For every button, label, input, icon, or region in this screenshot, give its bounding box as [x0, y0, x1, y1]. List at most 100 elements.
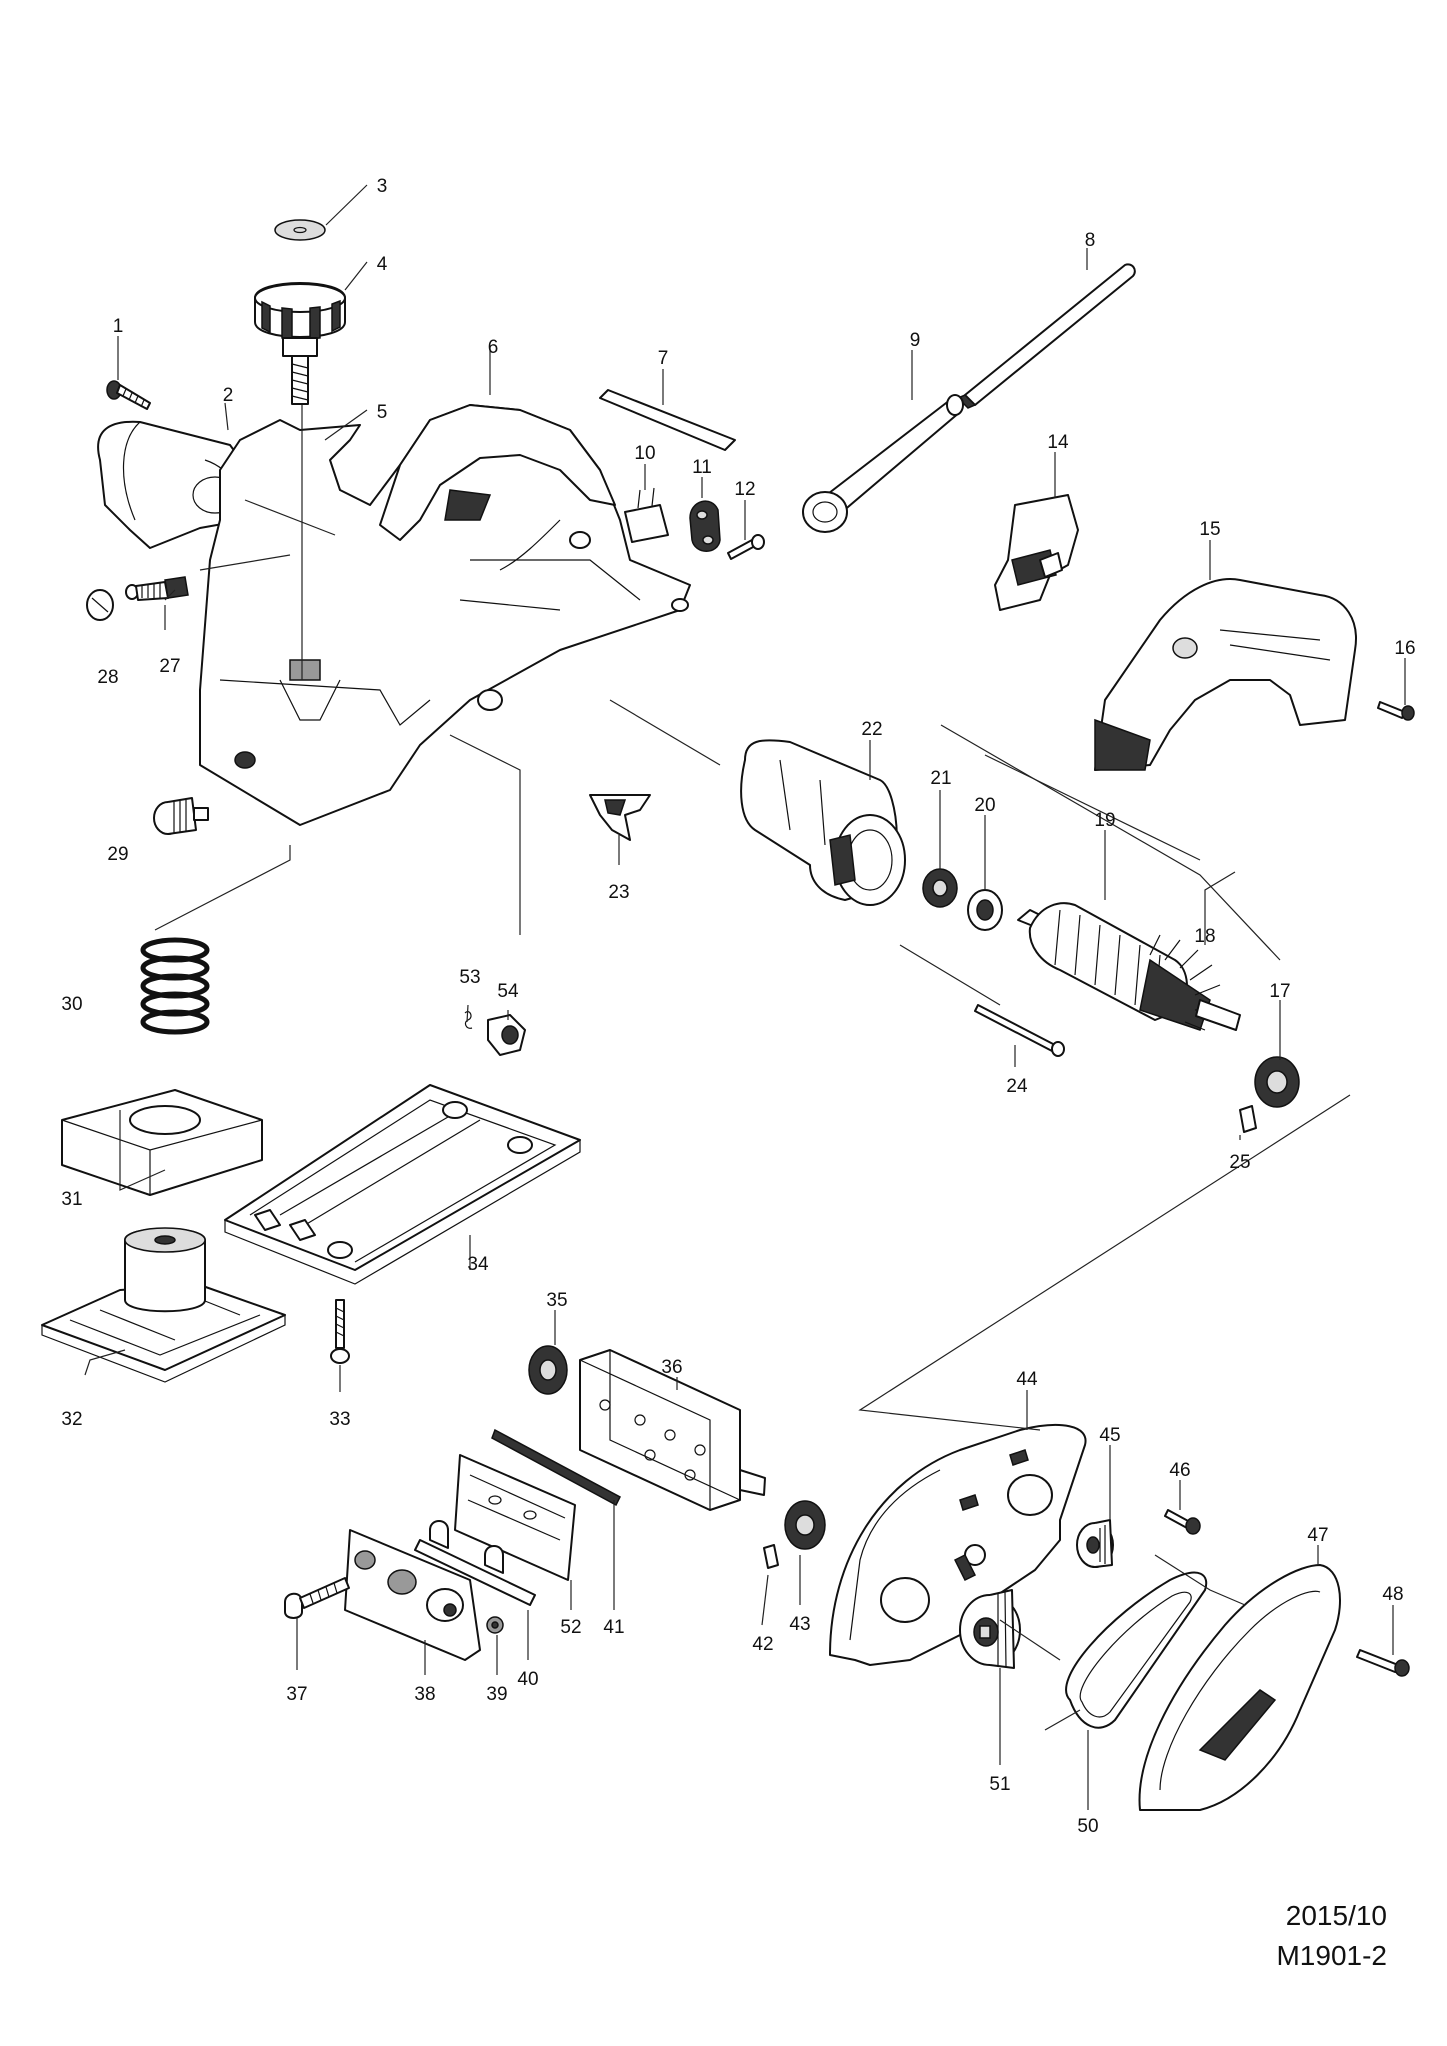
- part-label-20: 20: [974, 795, 995, 816]
- part-label-2: 2: [223, 385, 234, 406]
- part-label-12: 12: [734, 479, 755, 500]
- part-6-housing: [199, 404, 691, 826]
- part-8-cord: [956, 263, 1136, 409]
- part-label-39: 39: [486, 1684, 507, 1705]
- part-42-key: [763, 1544, 779, 1569]
- part-46-screw: [1164, 1509, 1201, 1535]
- part-label-22: 22: [861, 719, 882, 740]
- part-label-52: 52: [560, 1617, 581, 1638]
- part-label-34: 34: [467, 1254, 489, 1275]
- part-32-base: [41, 1227, 286, 1383]
- part-label-47: 47: [1307, 1525, 1328, 1546]
- part-label-44: 44: [1016, 1369, 1038, 1390]
- part-25-pin: [1239, 1105, 1257, 1133]
- part-53-spring: [464, 1011, 473, 1029]
- part-15-handle: [1094, 578, 1357, 771]
- part-34-base-plate: [224, 1084, 581, 1285]
- part-20-insulation-washer: [967, 889, 1003, 931]
- part-label-16: 16: [1394, 638, 1415, 659]
- part-label-40: 40: [517, 1669, 538, 1690]
- part-label-35: 35: [546, 1290, 567, 1311]
- part-17-bearing: [1254, 1056, 1300, 1108]
- part-40-adjusting-plate: [414, 1520, 536, 1606]
- part-2-front-cover: [97, 420, 253, 549]
- part-29-knob: [153, 797, 209, 835]
- part-4-knob: [254, 282, 346, 405]
- part-label-29: 29: [107, 844, 128, 865]
- part-label-54: 54: [497, 981, 519, 1002]
- part-16-screw: [1377, 701, 1415, 721]
- part-label-21: 21: [930, 768, 951, 789]
- part-48-screw: [1356, 1649, 1410, 1677]
- part-label-9: 9: [910, 330, 921, 351]
- part-label-6: 6: [488, 337, 499, 358]
- part-35-bearing: [528, 1345, 568, 1395]
- part-label-25: 25: [1229, 1152, 1250, 1173]
- part-54-lock-lever: [487, 1014, 526, 1056]
- part-label-3: 3: [377, 176, 388, 197]
- part-1-screw: [106, 380, 151, 410]
- part-33-screw: [330, 1299, 350, 1364]
- part-45-pulley: [1076, 1519, 1114, 1568]
- leader-lines: [84, 184, 1406, 1810]
- part-label-5: 5: [377, 402, 388, 423]
- part-label-37: 37: [286, 1684, 307, 1705]
- part-label-30: 30: [61, 994, 82, 1015]
- part-label-11: 11: [692, 457, 712, 478]
- part-label-7: 7: [658, 348, 669, 369]
- part-label-15: 15: [1199, 519, 1220, 540]
- part-label-23: 23: [608, 882, 629, 903]
- part-51-pulley: [959, 1589, 1021, 1669]
- part-37-screw: [284, 1577, 350, 1619]
- part-30-spring: [140, 937, 210, 1035]
- part-27-carbon-brush: [125, 576, 189, 601]
- part-11-cord-clamp: [689, 500, 721, 552]
- part-label-50: 50: [1077, 1816, 1098, 1837]
- part-label-14: 14: [1047, 432, 1069, 453]
- part-label-10: 10: [634, 443, 655, 464]
- part-10-noise-suppressor: [624, 487, 669, 543]
- part-label-17: 17: [1269, 981, 1290, 1002]
- part-label-41: 41: [603, 1617, 624, 1638]
- part-14-switch: [994, 494, 1079, 611]
- part-label-4: 4: [377, 254, 388, 275]
- part-7-label: [599, 389, 736, 451]
- part-52-blade-holder: [454, 1454, 576, 1581]
- part-label-8: 8: [1085, 230, 1096, 251]
- part-12-screw: [727, 534, 765, 560]
- part-label-46: 46: [1169, 1460, 1190, 1481]
- part-number-labels: 1 2 3 4 5 6 7 8 9 10 11 12 14 15 16 17 1…: [61, 176, 1415, 1837]
- part-9-cord-guard: [802, 394, 964, 533]
- part-31-pad: [61, 1089, 263, 1196]
- part-21-bearing: [922, 868, 958, 908]
- part-39-nut: [486, 1616, 504, 1634]
- part-22-field: [740, 739, 906, 906]
- part-label-42: 42: [752, 1634, 773, 1655]
- part-label-19: 19: [1094, 810, 1115, 831]
- part-label-53: 53: [459, 967, 480, 988]
- part-3-cap: [274, 219, 326, 241]
- part-label-27: 27: [159, 656, 180, 677]
- part-label-43: 43: [789, 1614, 810, 1635]
- part-label-18: 18: [1194, 926, 1215, 947]
- part-41-blade: [491, 1428, 621, 1507]
- part-label-38: 38: [414, 1684, 435, 1705]
- part-43-bearing: [784, 1500, 826, 1550]
- revision-date: 2015/10: [1285, 1900, 1387, 1931]
- part-44-belt-housing: [829, 1424, 1087, 1666]
- part-label-48: 48: [1382, 1584, 1403, 1605]
- part-label-28: 28: [97, 667, 118, 688]
- part-label-31: 31: [61, 1189, 82, 1210]
- part-28-cap: [86, 589, 114, 621]
- part-50-belt: [1065, 1571, 1208, 1729]
- part-19-armature: [1017, 902, 1241, 1031]
- part-38-drum-plate: [344, 1529, 481, 1661]
- part-label-45: 45: [1099, 1425, 1120, 1446]
- part-24-screw: [974, 1004, 1065, 1057]
- part-label-51: 51: [989, 1774, 1010, 1795]
- part-36-drum: [579, 1349, 766, 1511]
- part-47-belt-cover: [1138, 1564, 1341, 1811]
- part-label-36: 36: [661, 1357, 682, 1378]
- part-label-32: 32: [61, 1409, 82, 1430]
